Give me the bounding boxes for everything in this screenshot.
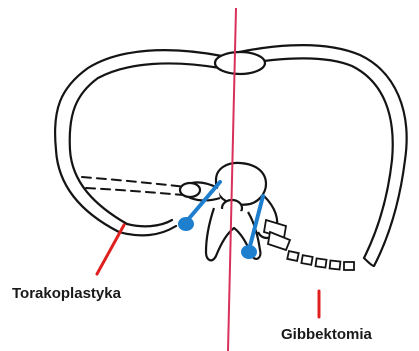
resected-rib-upper	[82, 177, 195, 188]
rib-stump-2	[268, 232, 290, 250]
rib-fragment-2	[301, 255, 312, 265]
rib-fragment-4	[330, 260, 341, 269]
sternum	[215, 52, 265, 74]
instrument-left-tip	[178, 217, 194, 231]
label-gibbektomia: Gibbektomia	[281, 326, 372, 343]
vertebral-body	[216, 163, 266, 205]
pointer-torakoplastyka	[97, 225, 124, 274]
rib-fragment-5	[344, 262, 354, 270]
instrument-right-tip	[241, 245, 257, 259]
rib-fragment-1	[287, 251, 298, 261]
thoracic-floor-right	[364, 258, 374, 266]
resected-rib-lower	[86, 188, 195, 196]
label-torakoplastyka: Torakoplastyka	[12, 285, 121, 302]
resected-ribs	[82, 177, 195, 196]
thoracic-floor-left-inner	[127, 220, 172, 226]
left-rib-head	[180, 183, 200, 197]
rib-fragment-3	[315, 258, 326, 267]
gibbectomy-segments	[264, 220, 354, 270]
